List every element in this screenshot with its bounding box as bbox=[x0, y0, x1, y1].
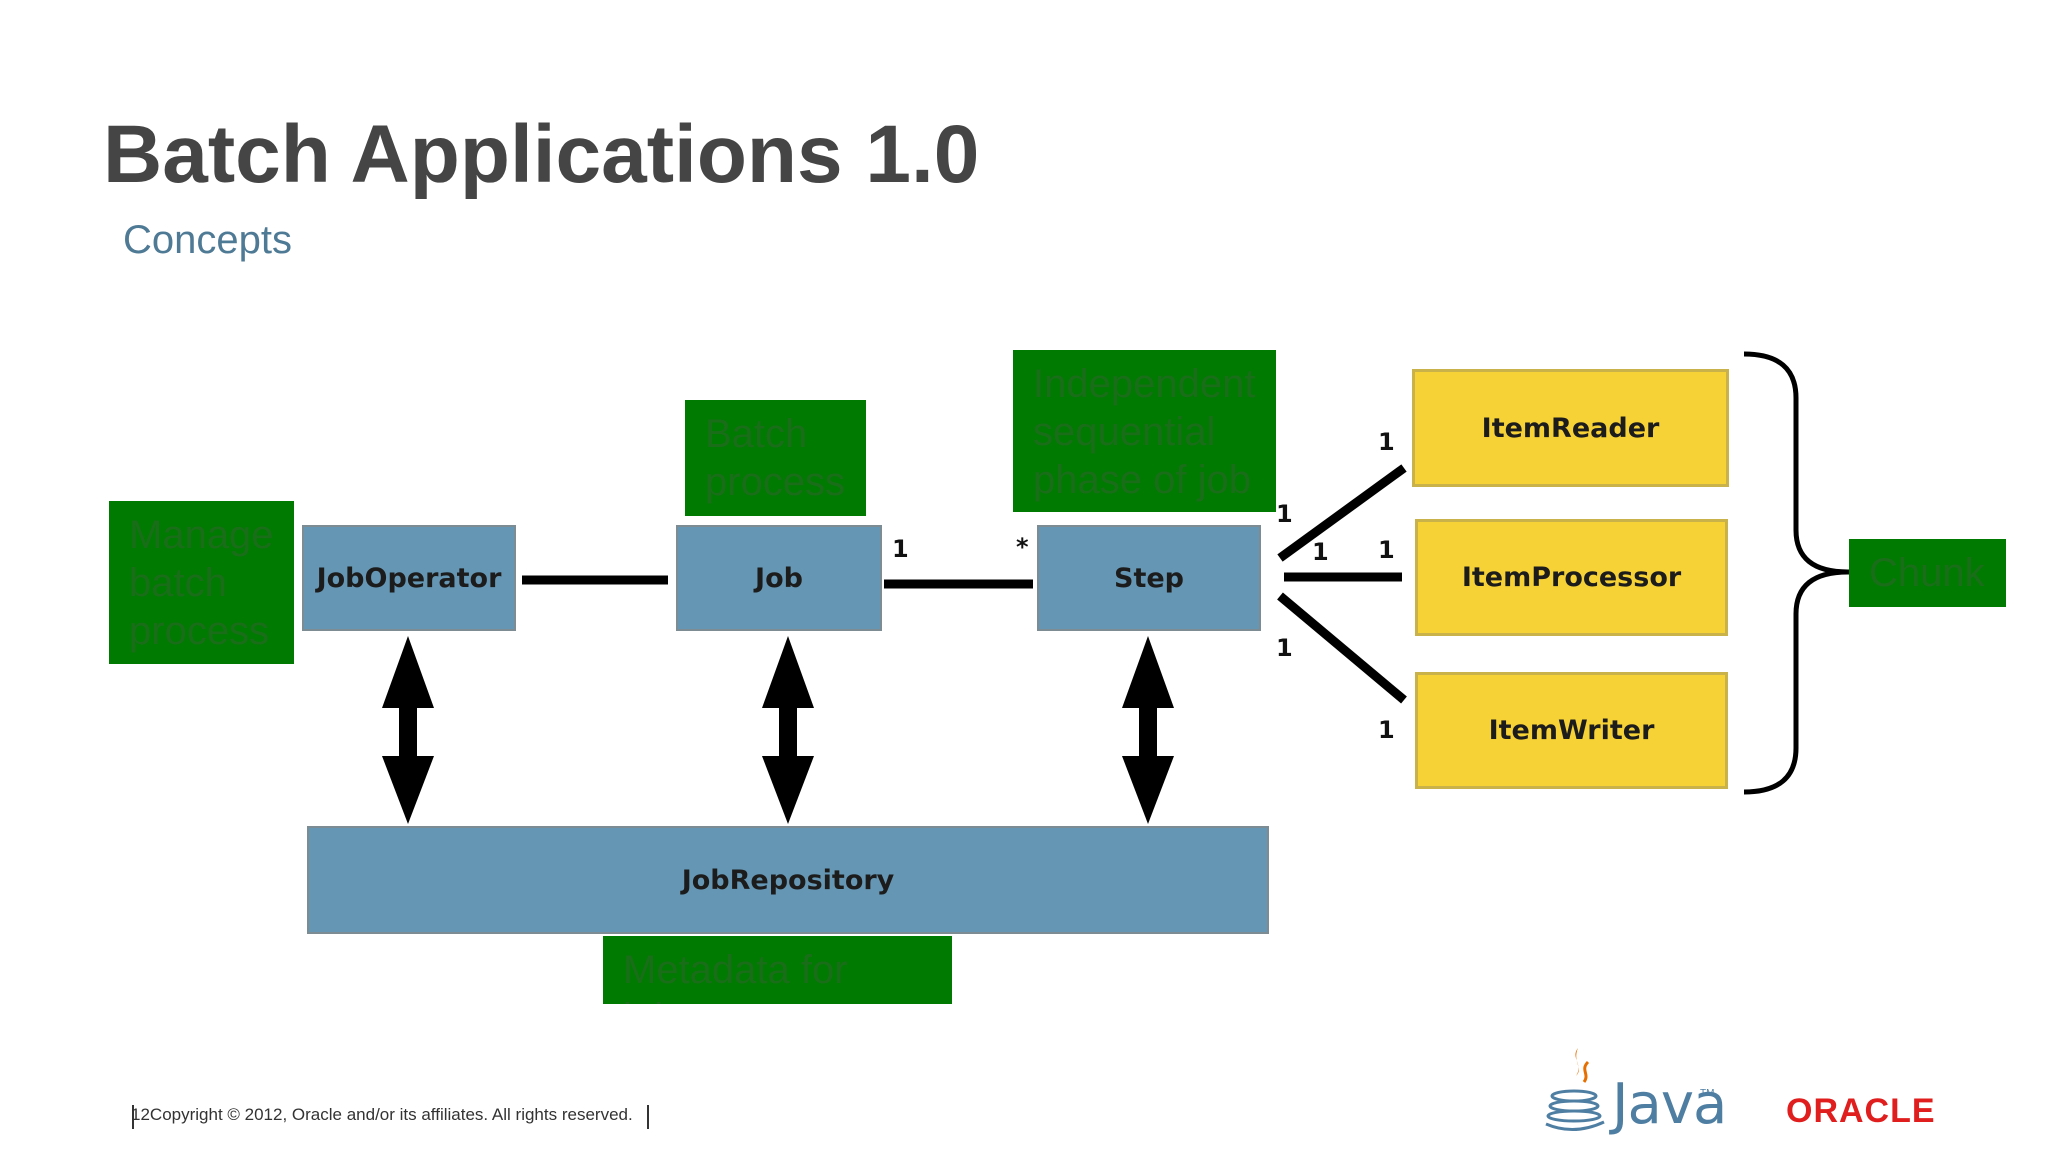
page-number: 12 bbox=[131, 1105, 150, 1124]
step-box: Step bbox=[1037, 525, 1261, 631]
oracle-logo: ORACLE bbox=[1786, 1092, 1936, 1130]
job-operator-box: JobOperator bbox=[302, 525, 516, 631]
multiplicity-step-writer: 1 bbox=[1276, 634, 1293, 662]
annotation-job-repository: Metadata for jobs bbox=[603, 936, 952, 1004]
connector-step-reader bbox=[1277, 464, 1407, 562]
footer-divider-right bbox=[647, 1105, 649, 1129]
footer-copyright: 12Copyright © 2012, Oracle and/or its af… bbox=[131, 1105, 633, 1125]
slide-title: Batch Applications 1.0 bbox=[103, 109, 980, 200]
item-reader-box: ItemReader bbox=[1412, 369, 1729, 487]
java-trademark: TM bbox=[1700, 1088, 1715, 1099]
multiplicity-step-processor: 1 bbox=[1312, 538, 1329, 566]
double-arrow-step-repo bbox=[1122, 636, 1174, 824]
item-writer-box: ItemWriter bbox=[1415, 672, 1728, 789]
footer-divider-left bbox=[132, 1105, 134, 1129]
slide-subtitle: Concepts bbox=[123, 218, 292, 262]
multiplicity-reader: 1 bbox=[1378, 428, 1395, 456]
annotation-step: Independent sequential phase of job bbox=[1013, 350, 1276, 512]
item-processor-box: ItemProcessor bbox=[1415, 519, 1728, 636]
multiplicity-step: * bbox=[1016, 533, 1029, 561]
double-arrow-job-repo bbox=[762, 636, 814, 824]
multiplicity-writer: 1 bbox=[1378, 716, 1395, 744]
java-cup-icon bbox=[1545, 1048, 1605, 1131]
job-box: Job bbox=[676, 525, 882, 631]
annotation-job-operator: Manage batch process bbox=[109, 501, 294, 664]
annotation-job: Batch process bbox=[685, 400, 866, 516]
double-arrow-operator-repo bbox=[382, 636, 434, 824]
multiplicity-step-reader: 1 bbox=[1276, 500, 1293, 528]
chunk-brace bbox=[1743, 351, 1849, 795]
multiplicity-job: 1 bbox=[892, 535, 909, 563]
job-repository-box: JobRepository bbox=[307, 826, 1269, 934]
annotation-chunk: Chunk bbox=[1849, 539, 2006, 607]
java-wordmark: Java bbox=[1612, 1072, 1727, 1137]
connector-step-writer bbox=[1277, 592, 1407, 704]
multiplicity-processor: 1 bbox=[1378, 536, 1395, 564]
copyright-text: Copyright © 2012, Oracle and/or its affi… bbox=[149, 1105, 633, 1124]
